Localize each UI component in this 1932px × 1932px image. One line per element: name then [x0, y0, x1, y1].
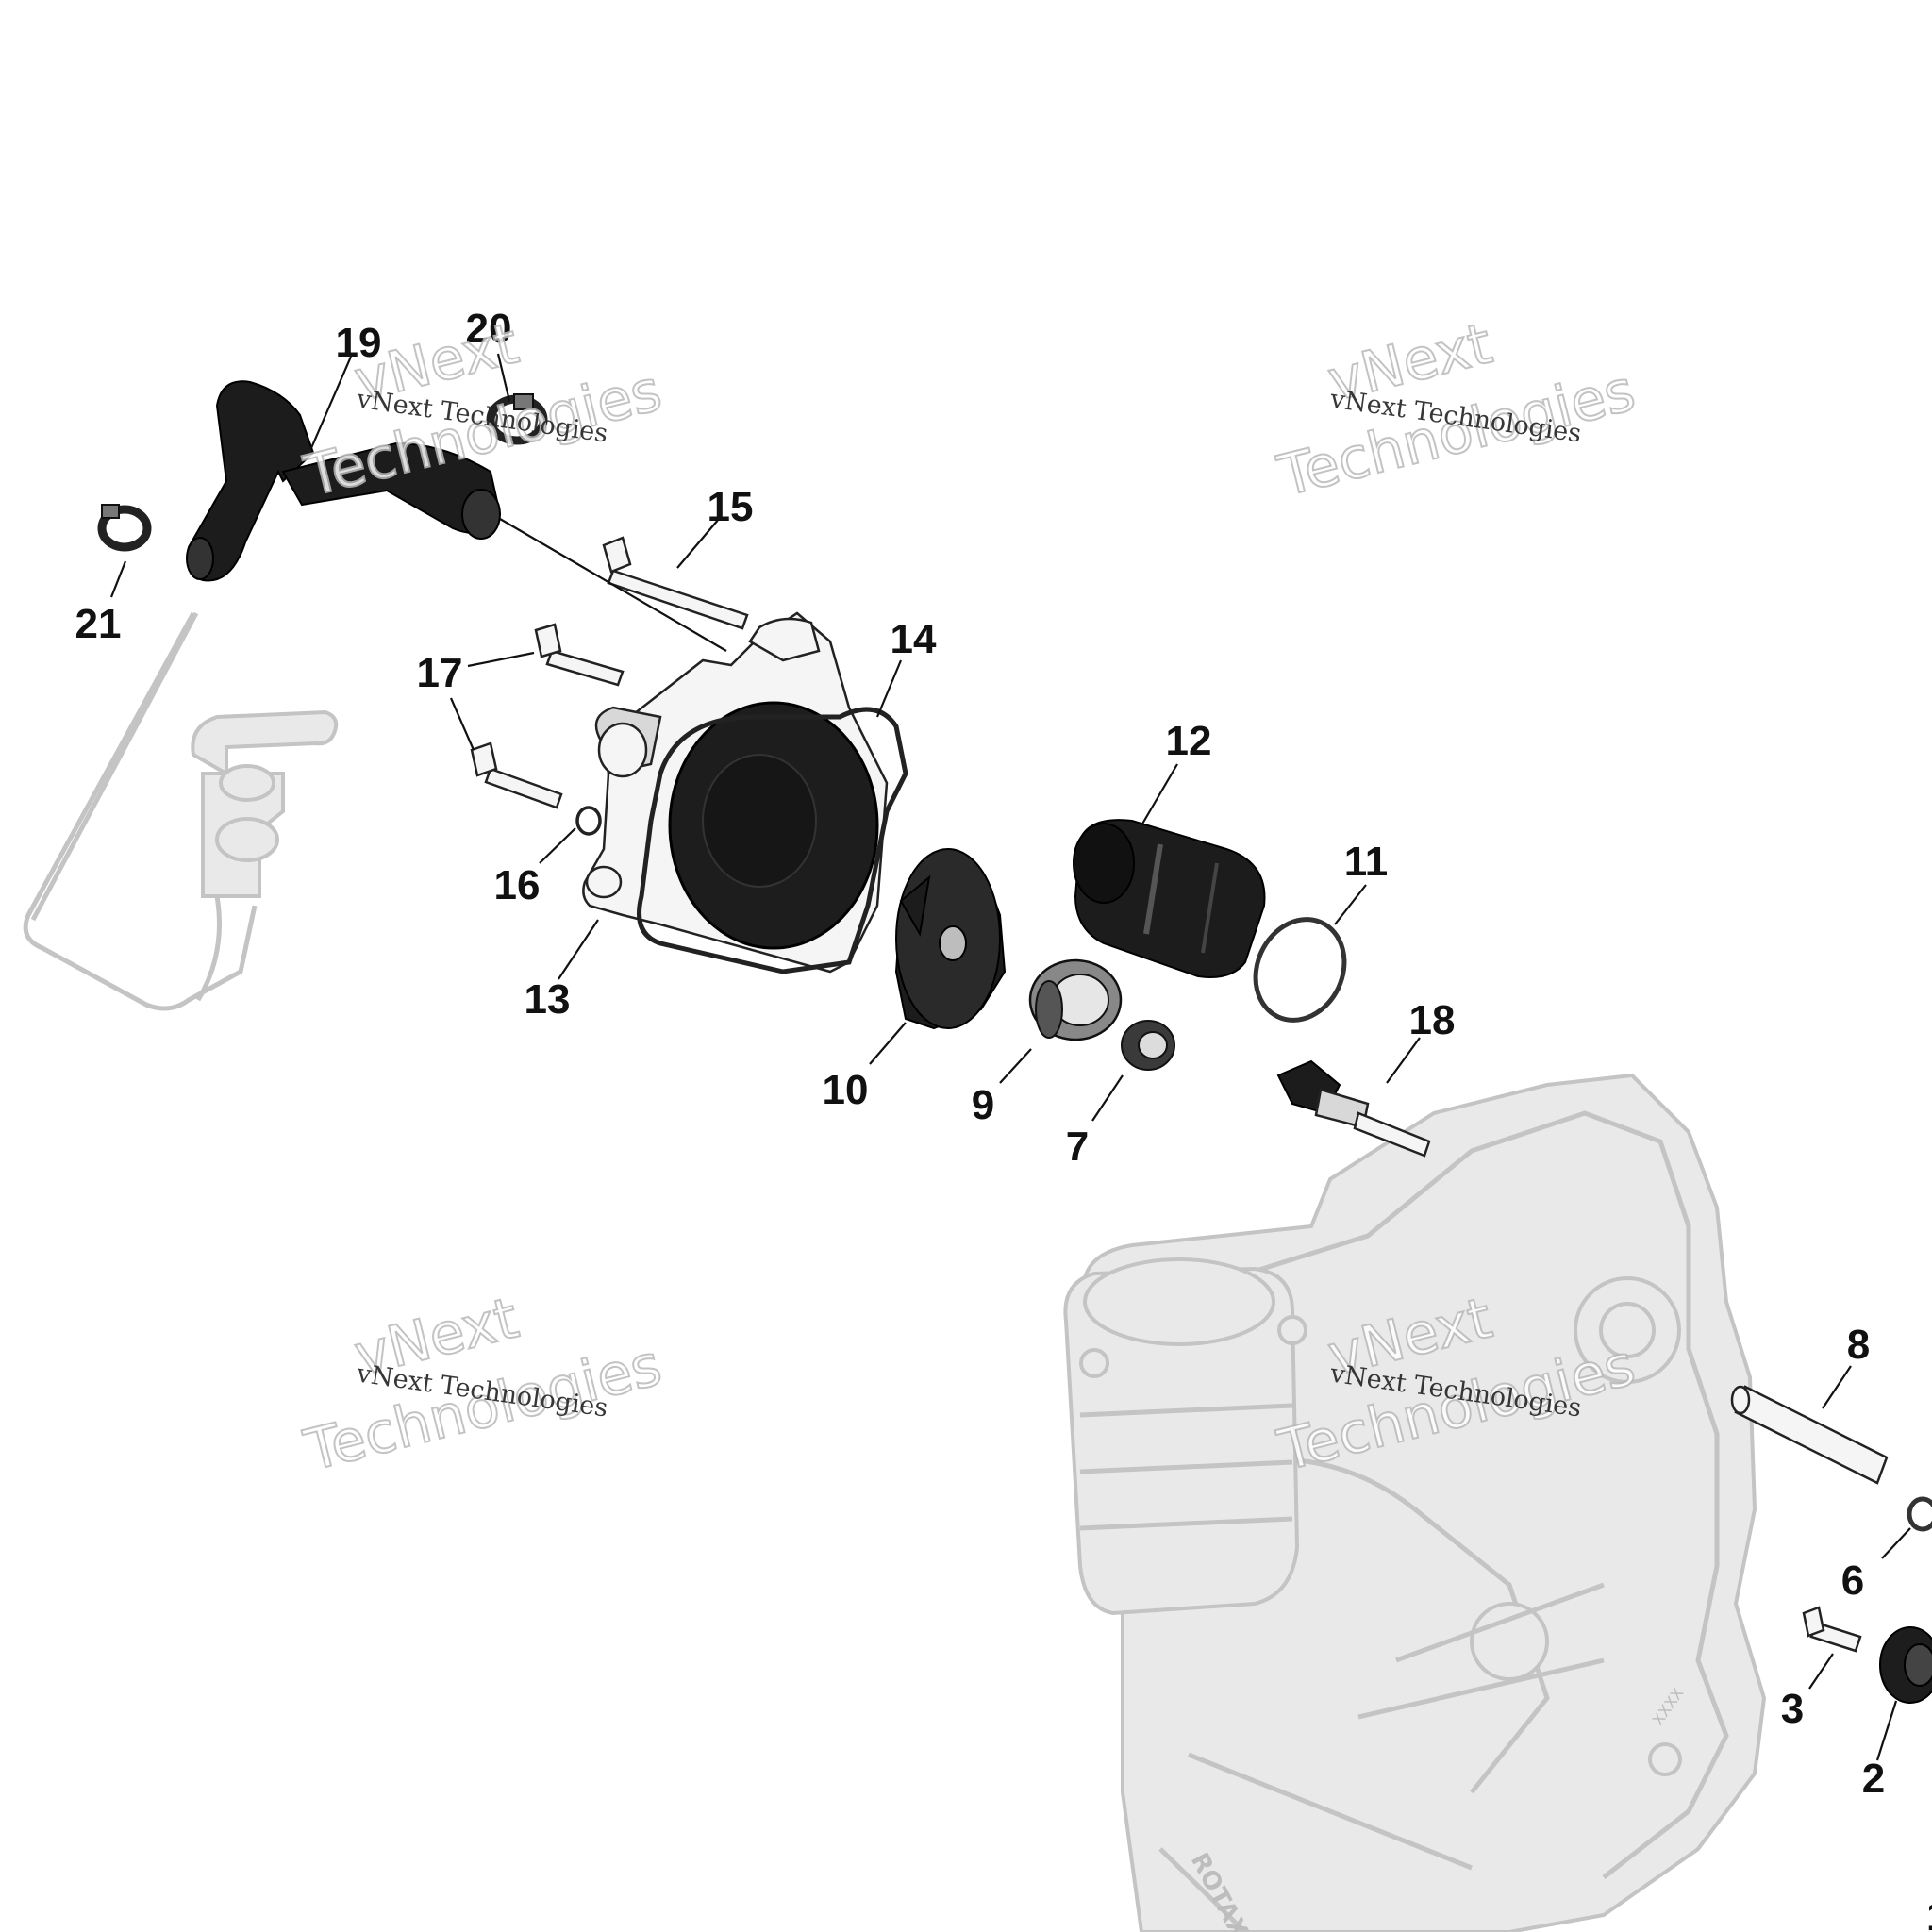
coolant-hose-19 — [186, 380, 502, 582]
callout-13: 13 — [525, 976, 571, 1023]
callout-18: 18 — [1409, 997, 1456, 1043]
callout-7: 7 — [1066, 1124, 1089, 1170]
watermark-top-right: vNext Technologies vNext Technologies — [1271, 309, 1642, 510]
watermark-top-left: vNext Technologies vNext Technologies — [297, 309, 669, 510]
ghost-filter-housing — [1063, 1257, 1307, 1616]
water-pump-housing-13 — [582, 611, 889, 974]
ghost-coolant-pipe — [23, 611, 339, 1011]
callout-19: 19 — [336, 320, 382, 366]
callout-8: 8 — [1847, 1322, 1870, 1368]
washer-6 — [1907, 1496, 1932, 1532]
leader-lines — [109, 353, 1911, 1761]
bolt-15 — [602, 536, 749, 630]
callout-2: 2 — [1862, 1756, 1885, 1802]
o-ring-11 — [1253, 917, 1347, 1023]
bolt-3 — [1802, 1606, 1862, 1653]
callout-3: 3 — [1781, 1686, 1804, 1732]
callout-16: 16 — [494, 862, 541, 908]
callout-12: 12 — [1166, 718, 1212, 764]
gasket-14 — [637, 707, 908, 974]
callout-11: 11 — [1344, 839, 1389, 885]
temperature-sensor-18 — [1276, 1059, 1431, 1158]
callout-15: 15 — [708, 484, 754, 530]
callout-20: 20 — [466, 306, 512, 352]
callout-10: 10 — [823, 1067, 869, 1113]
bolt-17a — [534, 623, 625, 687]
shaft-8 — [1730, 1385, 1889, 1485]
bolt-17b — [470, 741, 563, 809]
nut-2 — [1879, 1626, 1932, 1704]
seal-ring-7 — [1121, 1020, 1175, 1071]
seal-9 — [1028, 958, 1123, 1041]
watermark-bottom-left: vNext Technologies vNext Technologies — [297, 1284, 669, 1485]
callout-9: 9 — [972, 1082, 994, 1128]
hose-clamp-21 — [97, 504, 152, 552]
callout-17: 17 — [417, 650, 463, 696]
callout-21: 21 — [75, 601, 122, 647]
hose-clamp-20 — [486, 393, 548, 445]
callout-14: 14 — [891, 616, 937, 662]
callout-labels: 19 20 21 15 17 14 16 13 12 11 10 9 7 18 … — [75, 306, 1932, 1932]
o-ring-16 — [575, 806, 602, 836]
impeller-10 — [894, 848, 1007, 1030]
callout-1: 1 — [1926, 1893, 1932, 1932]
thermostat-housing-12 — [1073, 819, 1266, 978]
callout-6: 6 — [1841, 1557, 1864, 1604]
